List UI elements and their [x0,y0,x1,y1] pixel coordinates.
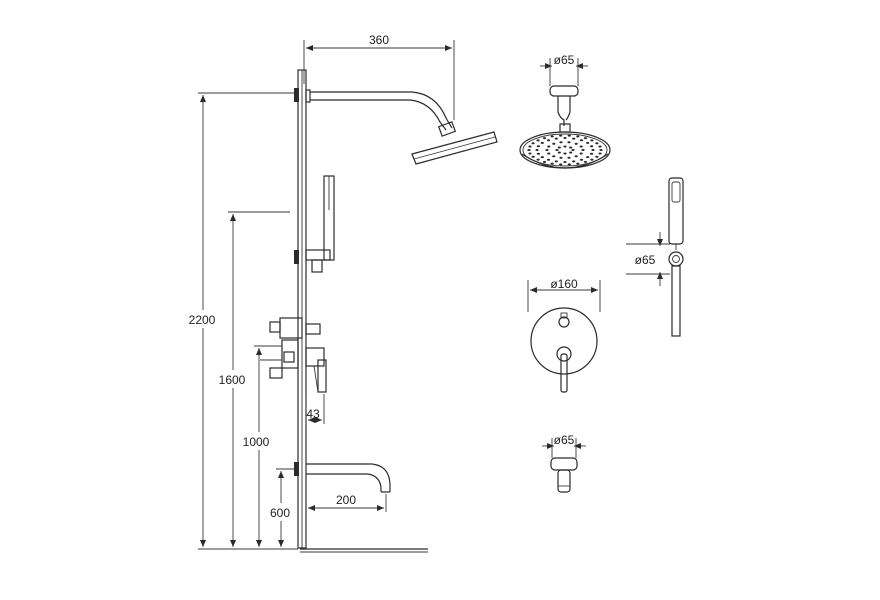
nozzle-dot [579,145,583,148]
nozzle-dot [579,152,583,155]
bath-spout [294,462,391,493]
nozzle-dot [528,152,532,155]
nozzle-dot [571,149,575,151]
nozzle-dot [536,152,541,155]
nozzle-dot [536,145,541,148]
nozzle-dot [559,163,563,166]
nozzle-dot [557,146,561,149]
wall-panel [297,69,307,549]
nozzle-dot [557,151,561,154]
nozzle-dot [554,160,558,163]
nozzle-dot [563,152,567,155]
dim-spout-flange-label: ø65 [554,433,575,447]
nozzle-dot [527,149,531,151]
dim-mixer-height: 1000 [243,345,282,547]
nozzle-dot [567,134,571,137]
nozzle-dot [595,155,599,158]
nozzle-dot [559,156,563,159]
nozzle-dot [574,142,578,145]
dim-total-height: 2200 [189,92,298,550]
dim-mixer-height-label: 1000 [243,435,270,449]
nozzle-dot [569,151,573,154]
dim-hand-shower-height-label: 1600 [219,373,246,387]
nozzle-dot [569,146,573,149]
dim-arm-length-label: 360 [369,33,389,47]
shower-head-front-view: ø65 [519,53,611,169]
nozzle-dot [586,141,590,144]
nozzle-dot [567,163,571,166]
nozzle-dot [598,145,602,148]
nozzle-dot [528,145,532,148]
nozzle-dot [536,158,540,161]
hand-shower-front-view: ø65 [626,177,684,337]
nozzle-dot [583,160,588,163]
nozzle-dot [559,134,563,137]
shower-head-nozzles [527,134,603,166]
nozzle-dot [591,149,595,151]
nozzle-dot [572,160,576,163]
dim-mixer-depth: 43 [305,394,325,424]
shower-arm [294,88,457,137]
dim-spout-length: 200 [308,493,387,512]
nozzle-dot [583,137,588,140]
nozzle-dot [590,139,594,142]
nozzle-dot [546,139,551,142]
dim-head-flange-label: ø65 [554,53,575,67]
nozzle-dot [590,152,594,155]
dim-mixer-plate-label: ø160 [550,277,578,291]
nozzle-dot [567,156,571,159]
concealed-mixer-body [260,317,327,393]
hand-shower-holder [294,175,335,273]
nozzle-dot [567,141,571,144]
dim-mixer-depth-label: 43 [306,407,320,421]
nozzle-dot [576,135,580,138]
nozzle-dot [574,155,578,158]
dim-hand-flange-label: ø65 [635,253,656,267]
nozzle-dot [550,162,554,165]
dim-spout-height: 600 [266,468,294,547]
nozzle-dot [598,152,602,155]
nozzle-dot [547,152,551,155]
nozzle-dot [554,137,558,140]
nozzle-dot [576,162,580,165]
nozzle-dot [542,137,547,140]
nozzle-dot [550,135,554,138]
nozzle-dot [563,161,567,163]
nozzle-dot [563,137,567,139]
nozzle-dot [536,139,540,142]
nozzle-dot [535,149,539,151]
nozzle-dot [555,149,559,151]
nozzle-dot [581,149,585,151]
nozzle-dot [547,145,551,148]
dim-spout-length-label: 200 [336,493,356,507]
nozzle-dot [586,156,590,159]
dim-total-height-label: 2200 [189,313,216,327]
nozzle-dot [546,158,551,161]
nozzle-dot [545,149,549,151]
nozzle-dot [540,141,544,144]
rain-shower-head [411,131,498,165]
bath-spout-front-view: ø65 [542,433,586,493]
dim-spout-height-label: 600 [270,506,290,520]
dim-arm-length: 360 [303,33,455,120]
nozzle-dot [599,149,603,151]
nozzle-dot [540,156,544,159]
nozzle-dot [531,142,535,145]
nozzle-dot [579,158,584,161]
nozzle-dot [542,160,547,163]
nozzle-dot [572,137,576,140]
nozzle-dot [595,142,599,145]
nozzle-dot [579,139,584,142]
nozzle-dot [590,158,594,161]
mixer-plate-front-view: ø160 [527,277,601,393]
nozzle-dot [563,145,567,148]
dim-hand-shower-height: 1600 [218,211,290,547]
nozzle-dot [590,145,594,148]
side-elevation-view: 360 2200 1600 1000 60 [189,33,498,553]
nozzle-dot [552,142,556,145]
nozzle-dot [531,155,535,158]
nozzle-dot [552,155,556,158]
nozzle-dot [559,141,563,144]
